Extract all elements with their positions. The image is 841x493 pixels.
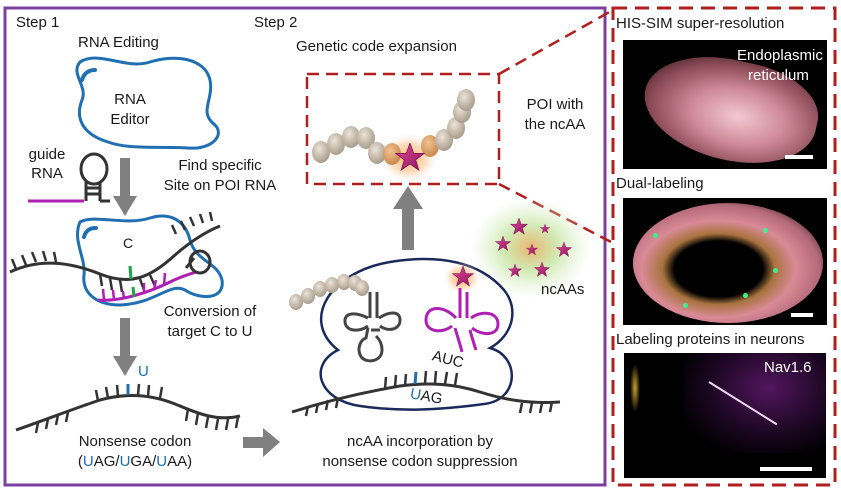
codon3-first: U: [156, 453, 168, 470]
mrna-strand-ribosome: [291, 382, 561, 414]
ribosome: [319, 257, 514, 411]
guide-mismatch-base: [131, 286, 136, 298]
step1-label: Step 1: [16, 14, 60, 31]
poi-bead-chain: [312, 89, 475, 165]
trna-gray: [343, 292, 402, 363]
editor-active-site-bound: [82, 226, 98, 239]
trna-magenta: [424, 288, 500, 353]
poi-zoom-box: [305, 72, 501, 186]
target-c-label: C: [123, 235, 134, 251]
guide-rna-label-1: guide: [28, 146, 66, 163]
find-site-label-2: Site on POI RNA: [163, 177, 277, 194]
panel3-overlay: Nav1.6: [764, 359, 812, 376]
codon3-rest: AA: [167, 453, 188, 470]
yellow-signal: [630, 363, 640, 413]
codon1-first: U: [82, 453, 94, 470]
scale-bar-1: [785, 155, 813, 159]
rna-editor-label-2: Editor: [110, 111, 150, 128]
rna-editing-title: RNA Editing: [78, 34, 159, 51]
mito-cell: [633, 203, 823, 323]
codon-list: (UAG/UGA/UAA): [77, 453, 193, 470]
rna-editor-label-1: RNA: [114, 91, 146, 108]
incorporation-label-1: ncAA incorporation by: [347, 433, 493, 450]
green-puncta: [773, 268, 778, 273]
poi-label-2: the ncAA: [524, 116, 586, 133]
arrow-down-1: [113, 158, 137, 216]
poi-label-1: POI with: [526, 96, 584, 113]
scale-bar-3: [760, 467, 812, 471]
rna-editor-blob: [75, 56, 220, 150]
mrna-strand-edited: [15, 393, 241, 432]
uag-rest: AG: [419, 387, 444, 408]
guide-rna-hairpin: [79, 152, 110, 203]
arrow-down-2: [113, 318, 137, 376]
green-puncta: [763, 228, 768, 233]
arrow-right: [243, 428, 280, 457]
uag-u-base: [413, 371, 418, 385]
er-micrograph: [623, 40, 827, 169]
panel3-title: Labeling proteins in neurons: [616, 331, 805, 348]
mrna-bases-edited: [34, 383, 240, 434]
ncaas-label: ncAAs: [541, 281, 585, 298]
panel1-overlay-2: reticulum: [748, 67, 809, 84]
guide-rna-label-2: RNA: [31, 165, 63, 182]
peptide-chain: [289, 274, 369, 310]
mrna-bases-1: [10, 211, 214, 293]
target-base-c: [128, 265, 133, 280]
conversion-label-1: Conversion of: [163, 303, 257, 320]
neuron-signal: [684, 353, 826, 453]
codon1-rest: AG: [93, 453, 116, 470]
guide-hairpin-bound: [184, 249, 212, 275]
step2-label: Step 2: [254, 14, 298, 31]
conversion-label-2: target C to U: [167, 323, 253, 340]
nonsense-codon-label: Nonsense codon: [78, 433, 192, 450]
zoom-connector-top: [498, 8, 614, 76]
edited-u-label: U: [138, 363, 149, 380]
mrna-strand-1: [9, 224, 221, 282]
rna-editor-bound: [76, 214, 224, 307]
panel2-title: Dual-labeling: [616, 175, 704, 192]
green-puncta: [743, 293, 748, 298]
editor-active-site: [80, 68, 97, 82]
images-frame: [611, 6, 837, 487]
guide-bases: [101, 272, 167, 301]
find-site-label-1: Find specific: [178, 157, 262, 174]
panel1-title: HIS-SIM super-resolution: [616, 15, 785, 32]
scale-bar-2: [791, 313, 813, 317]
green-puncta: [653, 233, 658, 238]
neuron-micrograph: [624, 353, 826, 478]
codon2-first: U: [119, 453, 131, 470]
codon2-rest: GA: [130, 453, 153, 470]
mrna-bases-ribosome: [304, 370, 554, 417]
main-frame: [3, 6, 607, 487]
guide-strand-paired: [97, 270, 197, 302]
panel1-overlay-1: Endoplasmic: [737, 47, 823, 64]
incorporation-label-2: nonsense codon suppression: [322, 453, 518, 470]
arrow-up: [393, 186, 423, 250]
green-puncta: [683, 303, 688, 308]
dual-label-micrograph: [623, 198, 827, 325]
genetic-code-title: Genetic code expansion: [296, 38, 457, 55]
